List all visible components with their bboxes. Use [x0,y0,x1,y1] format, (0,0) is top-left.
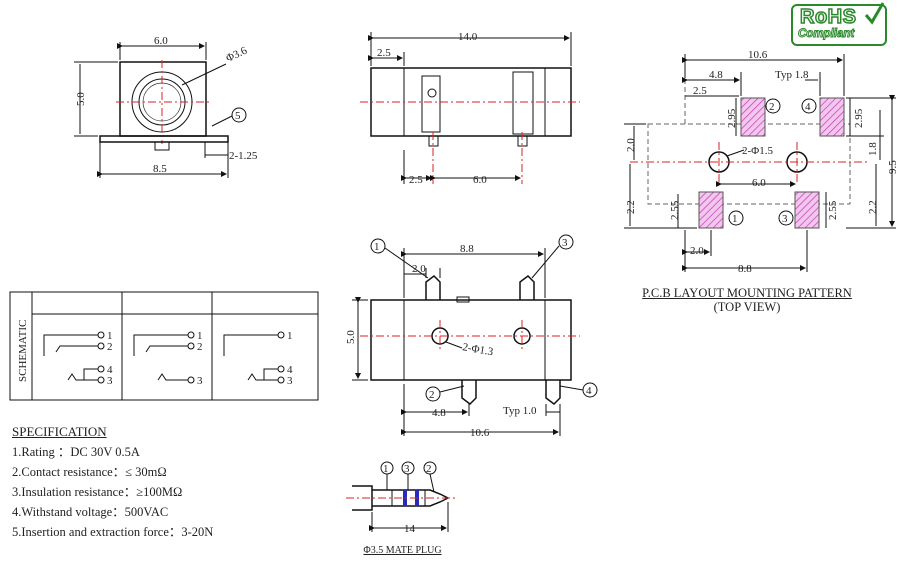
side-a-dim: 2.5 [377,47,391,59]
schematic-label: SCHEMATIC [17,320,29,382]
side-b-dim: 2.5 [409,174,423,186]
spec-title: SPECIFICATION [12,424,107,439]
bottom-48-dim: 4.8 [432,407,446,419]
front-dia-dim: Φ3.6 [224,44,249,64]
sch1-p2: 2 [107,341,113,353]
pad-label-4: 4 [805,101,811,113]
checkmark-icon [864,2,885,25]
pcb-20b-dim: 2.0 [690,245,704,257]
sch1-p1: 1 [107,330,113,342]
pcb-295b-dim: 2.95 [853,108,865,128]
pcb-60-dim: 6.0 [752,177,766,189]
spec-item-voltage: 4.Withstand voltage：500VAC [12,505,169,519]
pad-label-2: 2 [769,101,775,113]
pcb-22b-dim: 2.2 [867,200,879,214]
bottom-20-dim: 2.0 [412,263,426,275]
pcb-255a-dim: 2.55 [669,200,681,220]
pcb-22a-dim: 2.2 [625,200,637,214]
sch2-p1: 1 [197,330,203,342]
pcb-20-dim: 2.0 [625,138,637,152]
pcb-hole-dim: 2-Φ1.5 [742,145,773,157]
plug-callout-2: 2 [426,463,432,475]
pcb-88-dim: 8.8 [738,263,752,275]
rohs-compliant-text: Compliant [797,28,855,41]
schematic-table: SCHEMATIC 1 2 4 3 1 2 3 1 4 3 [9,291,319,401]
bottom-callout-4: 4 [586,385,592,397]
pcb-95-dim: 9.5 [887,160,899,174]
rohs-text: RoHS [799,5,857,29]
spec-item-force: 5.Insertion and extraction force：3-20N [12,525,214,539]
plug-14-dim: 14 [404,523,416,535]
side-c-dim: 6.0 [473,174,487,186]
plug-callout-1: 1 [383,463,389,475]
bottom-106-dim: 10.6 [470,427,490,439]
rohs-badge: RoHS Compliant [791,2,887,46]
pad-4 [819,97,845,137]
side-length-dim: 14.0 [458,31,478,43]
pcb-typ-dim: Typ 1.8 [775,69,809,81]
front-callout: 5 [235,110,241,122]
pcb-layout: 2 4 1 3 10.6 4.8 Typ 1.8 2.5 2.95 2.95 2… [624,49,899,275]
pcb-title: P.C.B LAYOUT MOUNTING PATTERN (TOP VIEW) [622,286,872,314]
bottom-hole-dim: 2-Φ1.3 [461,341,494,358]
bottom-view: 1 3 2 4 8.8 2.0 5.0 2-Φ1.3 4.8 Typ 1.0 [345,234,598,439]
pad-2 [740,97,766,137]
pcb-18-dim: 1.8 [867,142,879,156]
spec-item-rating: 1.Rating ：DC 30V 0.5A [12,445,140,459]
plug-title: Φ3.5 MATE PLUG [363,545,442,556]
specification-block: SPECIFICATION 1.Rating ：DC 30V 0.5A 2.Co… [12,422,213,542]
sch3-p4: 4 [287,364,293,376]
pcb-255b-dim: 2.55 [827,200,839,220]
mate-plug: 1 3 2 14 [346,461,456,535]
pcb-top-dim: 10.6 [748,49,768,61]
pcb-subtitle-text: (TOP VIEW) [713,300,781,314]
bottom-callout-3: 3 [562,237,568,249]
bottom-typ-dim: Typ 1.0 [503,405,537,417]
pcb-25-dim: 2.5 [693,85,707,97]
front-base-dim: 8.5 [153,163,167,175]
sch3-p3: 3 [287,375,293,387]
sch1-p4: 4 [107,364,113,376]
spec-item-contact: 2.Contact resistance：≤ 30mΩ [12,465,167,479]
front-height-dim: 5.0 [75,92,87,106]
bottom-callout-1: 1 [374,241,380,253]
pad-3 [794,191,820,229]
pad-label-1: 1 [732,213,738,225]
front-width-dim: 6.0 [154,35,168,47]
pcb-295a-dim: 2.95 [726,108,738,128]
front-pin-dim: 2-1.25 [229,150,258,162]
bottom-callout-2: 2 [429,389,435,401]
pcb-48-dim: 4.8 [709,69,723,81]
pad-1 [698,191,724,229]
pcb-title-text: P.C.B LAYOUT MOUNTING PATTERN [642,286,852,300]
sch2-p2: 2 [197,341,203,353]
sch3-p1: 1 [287,330,293,342]
pad-label-3: 3 [782,213,788,225]
side-view: 14.0 2.5 2.5 6.0 [360,31,580,186]
sch2-p3: 3 [197,375,203,387]
bottom-88-dim: 8.8 [460,243,474,255]
spec-item-insulation: 3.Insulation resistance：≥100MΩ [12,485,183,499]
plug-callout-3: 3 [404,463,410,475]
sch1-p3: 3 [107,375,113,387]
front-view: 6.0 5.0 Φ3.6 5 8.5 2-1.25 [74,35,258,178]
bottom-50-dim: 5.0 [345,330,357,344]
